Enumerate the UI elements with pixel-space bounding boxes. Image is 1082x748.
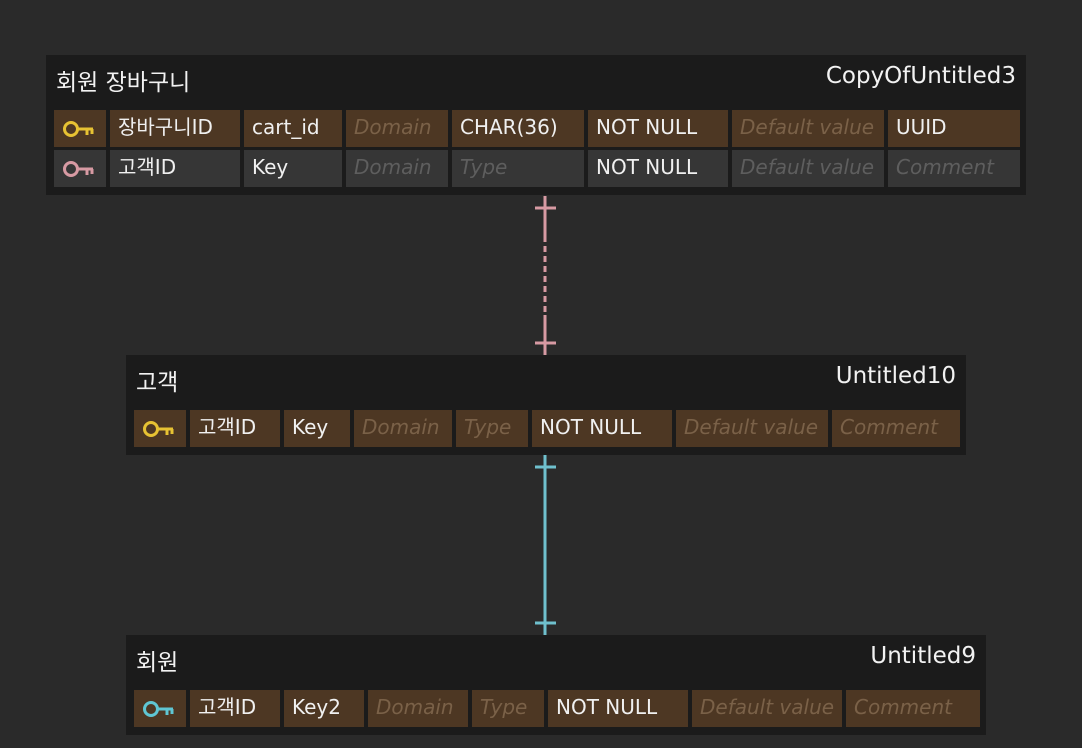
null-field[interactable]: NOT NULL [532, 410, 672, 447]
type-field[interactable]: Type [472, 690, 544, 727]
logical-name[interactable]: 고객ID [190, 690, 280, 727]
physical-name[interactable]: Key [244, 150, 342, 187]
comment-field[interactable]: UUID [888, 110, 1020, 147]
column-row[interactable]: 고객ID Key Domain Type NOT NULL Default va… [52, 150, 1020, 187]
key-cell [54, 110, 106, 147]
domain-field[interactable]: Domain [346, 110, 448, 147]
comment-field[interactable]: Comment [846, 690, 980, 727]
table-header[interactable]: 고객 Untitled10 [126, 355, 966, 401]
column-row[interactable]: 고객ID Key2 Domain Type NOT NULL Default v… [132, 690, 980, 727]
null-field[interactable]: NOT NULL [548, 690, 688, 727]
logical-name[interactable]: 고객ID [110, 150, 240, 187]
default-field[interactable]: Default value [676, 410, 828, 447]
key-cell [134, 410, 186, 447]
table-header[interactable]: 회원 Untitled9 [126, 635, 986, 681]
logical-name[interactable]: 고객ID [190, 410, 280, 447]
table-header[interactable]: 회원 장바구니 CopyOfUntitled3 [46, 55, 1026, 101]
primary-key-icon [143, 421, 174, 437]
table-comment: Untitled10 [835, 363, 956, 389]
physical-name[interactable]: cart_id [244, 110, 342, 147]
foreign-key-icon [63, 161, 94, 177]
domain-field[interactable]: Domain [346, 150, 448, 187]
column-row[interactable]: 고객ID Key Domain Type NOT NULL Default va… [132, 410, 960, 447]
comment-field[interactable]: Comment [888, 150, 1020, 187]
table-name: 회원 [136, 650, 179, 676]
table-name: 고객 [136, 370, 179, 396]
table-customer[interactable]: 고객 Untitled10 고객ID Key Domain Type NOT N… [126, 355, 966, 455]
comment-field[interactable]: Comment [832, 410, 960, 447]
table-comment: CopyOfUntitled3 [825, 63, 1016, 89]
column-row[interactable]: 장바구니ID cart_id Domain CHAR(36) NOT NULL … [52, 110, 1020, 147]
primary-foreign-key-icon [143, 701, 174, 717]
physical-name[interactable]: Key2 [284, 690, 364, 727]
type-field[interactable]: CHAR(36) [452, 110, 584, 147]
domain-field[interactable]: Domain [368, 690, 468, 727]
domain-field[interactable]: Domain [354, 410, 452, 447]
type-field[interactable]: Type [456, 410, 528, 447]
null-field[interactable]: NOT NULL [588, 150, 728, 187]
default-field[interactable]: Default value [692, 690, 842, 727]
table-cart[interactable]: 회원 장바구니 CopyOfUntitled3 장바구니ID cart_id D… [46, 55, 1026, 195]
key-cell [134, 690, 186, 727]
relation-customer-member[interactable] [535, 455, 556, 635]
table-name: 회원 장바구니 [56, 70, 191, 96]
type-field[interactable]: Type [452, 150, 584, 187]
default-field[interactable]: Default value [732, 110, 884, 147]
primary-key-icon [63, 121, 94, 137]
table-comment: Untitled9 [870, 643, 976, 669]
default-field[interactable]: Default value [732, 150, 884, 187]
relation-cart-customer[interactable] [535, 196, 556, 355]
logical-name[interactable]: 장바구니ID [110, 110, 240, 147]
table-member[interactable]: 회원 Untitled9 고객ID Key2 Domain Type NOT N… [126, 635, 986, 735]
null-field[interactable]: NOT NULL [588, 110, 728, 147]
physical-name[interactable]: Key [284, 410, 350, 447]
key-cell [54, 150, 106, 187]
